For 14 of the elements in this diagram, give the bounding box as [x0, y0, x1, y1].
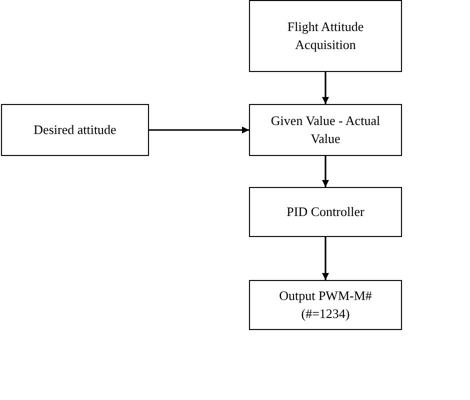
box-text: PID Controller: [286, 203, 364, 221]
box-text: Desired attitude: [34, 121, 116, 139]
process-box: [1, 104, 149, 156]
process-box: [249, 0, 402, 72]
box-text: Given Value - Actual Value: [270, 112, 382, 148]
arrow: [322, 237, 329, 280]
box-text: Output PWM-M#(#=1234): [278, 287, 373, 323]
arrow: [322, 72, 329, 104]
arrow: [149, 126, 249, 134]
process-box: [249, 104, 402, 156]
arrow: [322, 156, 329, 187]
box-text: Flight Attitude Acquisition: [286, 18, 365, 54]
process-box: [249, 187, 402, 237]
process-box: [249, 280, 402, 330]
